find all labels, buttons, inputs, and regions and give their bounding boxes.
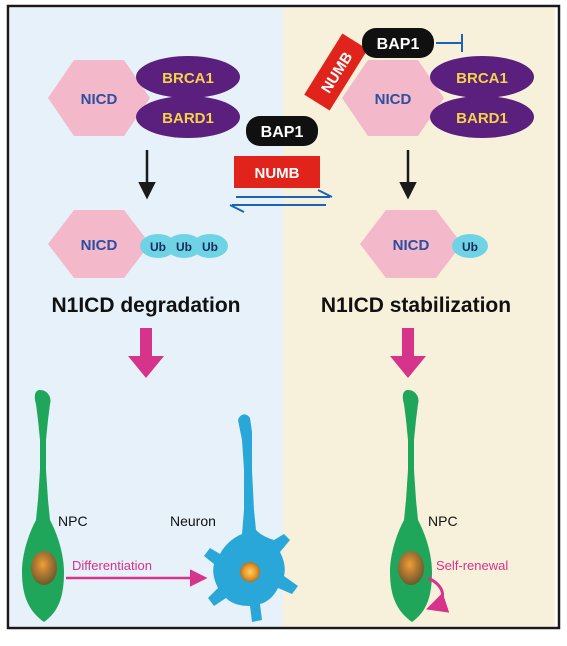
- bap1-label: BAP1: [261, 124, 304, 141]
- right-npc-cell: [390, 390, 432, 622]
- neuron-nucleus: [240, 562, 260, 582]
- nicd-label: NICD: [81, 91, 118, 108]
- npc-nucleus: [31, 551, 57, 585]
- bap1-box: [362, 28, 434, 58]
- bap1-label: BAP1: [377, 36, 420, 53]
- self-renewal-label: Self-renewal: [436, 558, 508, 573]
- nicd-label: NICD: [393, 237, 430, 254]
- brca1-label: BRCA1: [456, 70, 508, 87]
- brca1-protein: [430, 56, 534, 98]
- self-renewal-arrow: [426, 576, 450, 613]
- right-top-complex: NICD BRCA1 BARD1 NUMB BAP1: [304, 28, 534, 138]
- ub-tag: [166, 234, 202, 258]
- brca1-protein: [136, 56, 240, 98]
- right-pink-down-arrow: [390, 328, 426, 378]
- equilibrium-arrows: [229, 189, 333, 213]
- right-npc-label: NPC: [428, 513, 458, 529]
- left-npc-label: NPC: [58, 513, 88, 529]
- numb-box: [234, 156, 320, 188]
- ub-label: Ub: [462, 240, 478, 254]
- left-top-complex: NICD BRCA1 BARD1: [48, 56, 240, 138]
- bard1-label: BARD1: [456, 110, 508, 127]
- npc-nucleus: [398, 551, 424, 585]
- figure-border: [6, 4, 561, 630]
- bap1-box: [246, 116, 318, 146]
- left-panel-title: N1ICD degradation: [51, 294, 240, 317]
- ub-label: Ub: [202, 240, 218, 254]
- center-complex: BAP1 NUMB: [234, 116, 320, 188]
- right-bottom-complex: NICD Ub: [360, 210, 488, 278]
- ub-label: Ub: [176, 240, 192, 254]
- left-npc-cell: [22, 390, 64, 622]
- ub-tag: [192, 234, 228, 258]
- bard1-protein: [430, 96, 534, 138]
- ub-tag: [140, 234, 176, 258]
- right-panel-title: N1ICD stabilization: [321, 294, 511, 317]
- differentiation-label: Differentiation: [72, 558, 152, 573]
- nicd-label: NICD: [375, 91, 412, 108]
- nicd-hexagon: [360, 210, 462, 278]
- left-bottom-complex: NICD Ub Ub Ub: [48, 210, 228, 278]
- bard1-label: BARD1: [162, 110, 214, 127]
- inhibition-icon: [436, 34, 463, 52]
- bard1-protein: [136, 96, 240, 138]
- nicd-label: NICD: [81, 237, 118, 254]
- left-pink-down-arrow: [128, 328, 164, 378]
- brca1-label: BRCA1: [162, 70, 214, 87]
- numb-label: NUMB: [255, 165, 300, 182]
- nicd-hexagon: [342, 60, 444, 136]
- ub-tag: [452, 234, 488, 258]
- nicd-hexagon: [48, 210, 150, 278]
- neuron-label: Neuron: [170, 513, 216, 529]
- nicd-hexagon: [48, 60, 150, 136]
- neuron-cell: [204, 414, 298, 622]
- ub-label: Ub: [150, 240, 166, 254]
